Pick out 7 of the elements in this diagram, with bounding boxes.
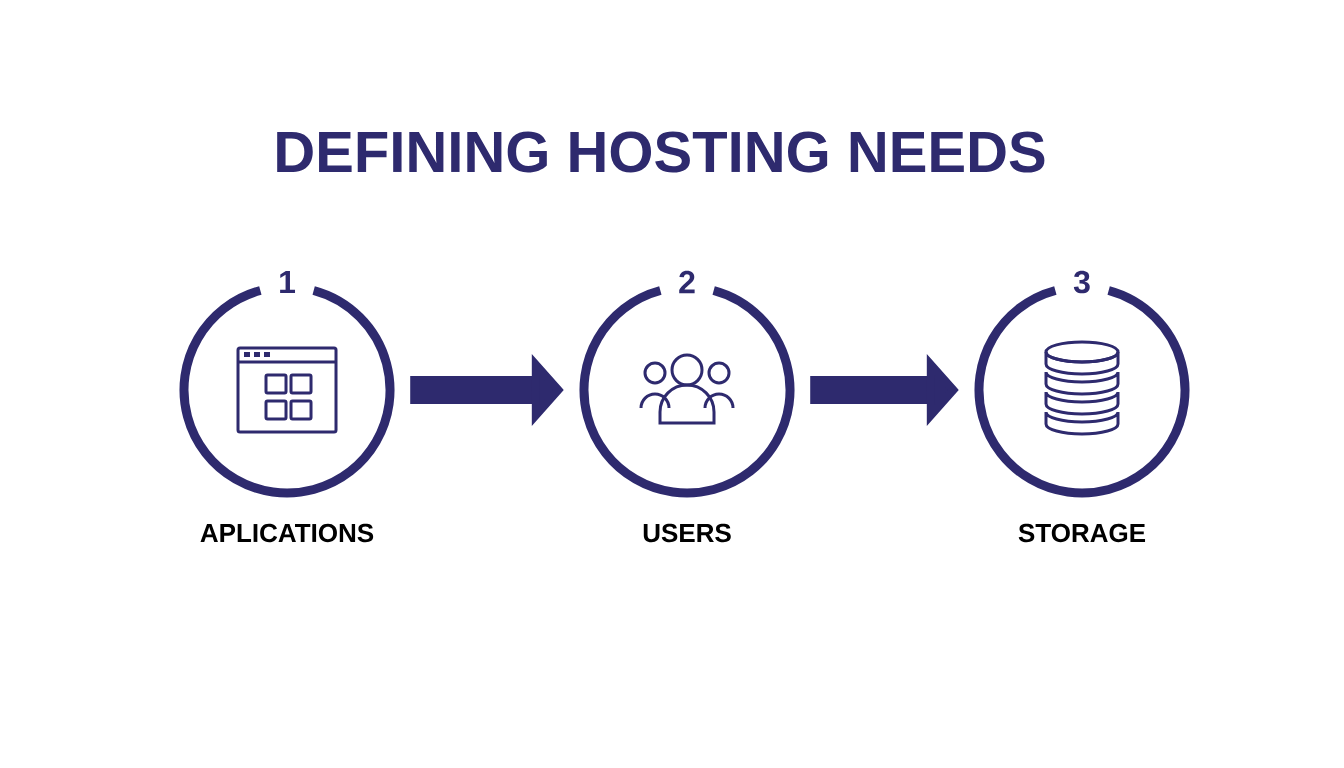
title: DEFINING HOSTING NEEDS bbox=[277, 131, 1045, 173]
step-number: 1 bbox=[280, 271, 295, 293]
step-label: APLICATIONS bbox=[200, 523, 374, 543]
step-label: STORAGE bbox=[1018, 523, 1146, 543]
step-number: 2 bbox=[679, 270, 695, 294]
step-number: 3 bbox=[1073, 270, 1090, 294]
step-label: USERS bbox=[643, 523, 731, 543]
